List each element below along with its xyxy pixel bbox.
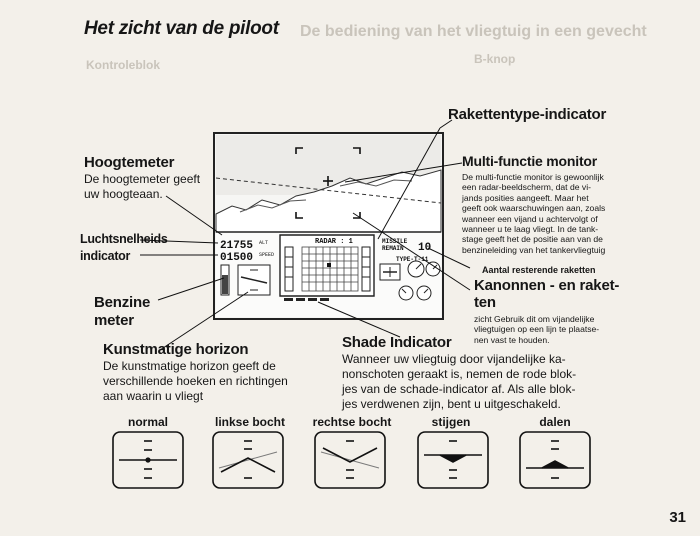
multi-line: jands posities aangeeft. Maar het	[462, 192, 589, 203]
kunst-line: verschillende hoeken en richtingen	[103, 374, 288, 388]
shade-line: jes verdwenen zijn, bent u uitgeschakeld…	[342, 397, 561, 411]
damage-indicator-blocks	[284, 298, 329, 301]
horizon-normal-icon	[112, 431, 184, 489]
horizon-label-stijgen: stijgen	[431, 415, 471, 429]
horizon-label-dalen: dalen	[539, 415, 571, 429]
shade-desc: Wanneer uw vliegtuig door vijandelijke k…	[342, 352, 592, 412]
multi-line: benzineleiding van het tankervliegtuig	[462, 244, 606, 255]
multi-line: geeft ook waarschuwingen aan, zoals	[462, 203, 606, 214]
altitude-readout: 21755	[220, 240, 253, 252]
radar-blip	[327, 263, 331, 267]
label-kunst-title: Kunstmatige horizon	[103, 341, 249, 358]
multi-functie-block: Multi-functie monitor De multi-functie m…	[462, 153, 624, 255]
radar-grid	[301, 246, 359, 292]
kanon-block: Kanonnen - en raket- ten zicht Gebruik d…	[474, 277, 624, 345]
ghost-header: De bediening van het vliegtuig in een ge…	[300, 23, 647, 40]
missile-count: 10	[418, 242, 431, 254]
kunst-line: aan waarin u vliegt	[103, 389, 204, 403]
shade-line: nonschoten geraakt is, nemen de rode blo…	[342, 367, 577, 381]
label-luchts: Luchtsnelheids indicator	[80, 231, 168, 265]
horizon-dashed-line	[215, 177, 442, 204]
horizon-linkse-bocht-icon	[212, 431, 284, 489]
multi-line: De multi-functie monitor is gewoonlijk	[462, 172, 604, 182]
kanon-line: zicht Gebruik dit om vijandelijke	[474, 314, 595, 324]
horizon-label-linkse: linkse bocht	[214, 415, 285, 429]
label-raket-type-title: Rakettentype-indicator	[448, 106, 607, 123]
multi-line: wanneer een vijand u achtervolgt of	[462, 213, 598, 224]
label-hoogtemeter-title: Hoogtemeter	[84, 154, 175, 171]
speed-unit: SPEED	[259, 252, 274, 258]
multi-line: een radar-beeldscherm, dat de vi-	[462, 182, 591, 193]
label-luchts-line-2: indicator	[80, 249, 131, 263]
label-aantal-raketten: Aantal resterende raketten	[482, 265, 596, 275]
label-multi-title: Multi-functie monitor	[462, 153, 598, 169]
label-benzine-line-2: meter	[94, 312, 134, 329]
horizon-label-rechtse: rechtse bocht	[312, 415, 392, 429]
ghost-section-1: Kontroleblok	[86, 58, 160, 72]
mountains	[215, 169, 442, 233]
leader-lines	[139, 119, 471, 351]
missile-type: TYPE-T-11	[396, 256, 429, 263]
multi-line: wanneer u te laag vliegt. In de tank-	[462, 224, 599, 235]
kunst-desc: De kunstmatige horizon geeft de verschil…	[103, 359, 333, 404]
label-luchts-line-1: Luchtsnelheids	[80, 232, 168, 246]
multi-line: stage geeft het de positie aan van de	[462, 234, 603, 245]
label-hoogtemeter-desc-1: De hoogtemeter geeft	[84, 172, 201, 186]
altitude-unit: ALT	[259, 240, 268, 246]
label-benzine: Benzine meter	[94, 294, 150, 330]
page-number: 31	[669, 509, 686, 526]
horizon-label-normal: normal	[127, 415, 168, 429]
shade-line: Wanneer uw vliegtuig door vijandelijke k…	[342, 352, 566, 366]
fuel-gauge-fill	[222, 275, 228, 294]
ghost-section-2: B-knop	[474, 52, 516, 66]
missile-remain-label-2: REMAIN	[382, 245, 404, 252]
horizon-stijgen-icon	[417, 431, 489, 489]
kunst-line: De kunstmatige horizon geeft de	[103, 359, 276, 373]
kanon-line: vliegtuigen op een lijn te plaatse-	[474, 324, 600, 335]
label-kanon-title-1: Kanonnen - en raket-	[474, 277, 620, 294]
horizon-rechtse-bocht-icon	[314, 431, 386, 489]
page-title: Het zicht van de piloot	[84, 18, 279, 39]
horizon-dalen-icon	[519, 431, 591, 489]
shade-line: jes van de schade-indicator af. Als alle…	[342, 382, 576, 396]
speed-readout: 01500	[220, 252, 253, 264]
radar-title: RADAR : 1	[315, 238, 353, 246]
kanon-line: nen vast te houden.	[474, 334, 550, 345]
label-kanon-title-2: ten	[474, 294, 496, 311]
missile-remain-label-1: MISSILE	[382, 238, 408, 245]
radar-right-column	[361, 246, 371, 292]
label-benzine-line-1: Benzine	[94, 294, 151, 311]
label-shade-title: Shade Indicator	[342, 334, 452, 351]
radar-left-column	[284, 246, 294, 292]
label-hoogtemeter-desc-2: uw hoogteaan.	[84, 187, 163, 201]
